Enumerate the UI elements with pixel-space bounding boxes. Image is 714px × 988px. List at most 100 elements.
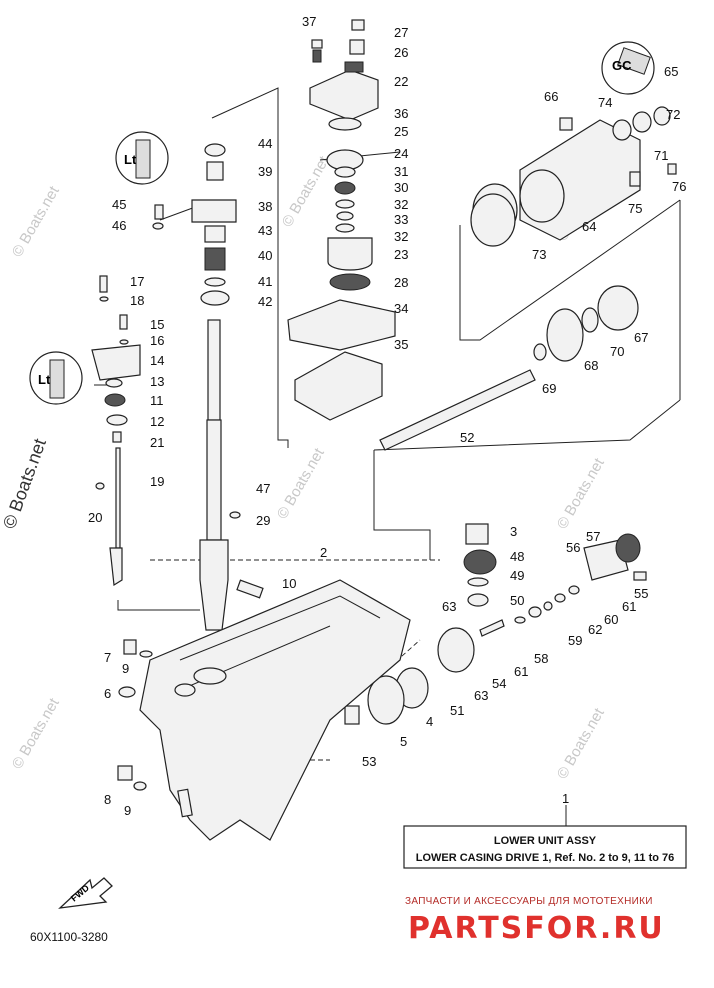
center-gear-cluster (344, 523, 647, 725)
callout: 61 (622, 599, 636, 614)
gasket-34 (287, 299, 396, 351)
callout-labels: 37 27 26 22 36 25 24 31 30 32 33 32 23 2… (88, 14, 686, 818)
brand-subtitle: ЗАПЧАСТИ И АКСЕССУАРЫ ДЛЯ МОТОТЕХНИКИ (405, 896, 653, 907)
watermark-text: © Boats.net (9, 183, 63, 260)
callout: 48 (510, 549, 524, 564)
callout: 58 (534, 651, 548, 666)
callout: 57 (586, 529, 600, 544)
callout: 65 (664, 64, 678, 79)
callout: 32 (394, 197, 408, 212)
callout: 73 (532, 247, 546, 262)
callout: 34 (394, 301, 408, 316)
callout: 64 (582, 219, 596, 234)
callout: 53 (362, 754, 376, 769)
callout: 16 (150, 333, 164, 348)
svg-text:Lt: Lt (38, 372, 51, 387)
callout: 37 (302, 14, 316, 29)
seal-ring-25 (328, 117, 362, 131)
callout: 23 (394, 247, 408, 262)
callout: 25 (394, 124, 408, 139)
callout: 8 (104, 792, 111, 807)
callout: 9 (122, 661, 129, 676)
part-30 (334, 181, 356, 195)
callout: 39 (258, 164, 272, 179)
fwd-arrow-icon: FWD (58, 877, 113, 909)
callout: 31 (394, 164, 408, 179)
callout: 15 (150, 317, 164, 332)
callout: 70 (610, 344, 624, 359)
part-33 (336, 211, 354, 221)
ring-seal-icon: Lt (115, 131, 169, 185)
callout: 38 (258, 199, 272, 214)
part-31 (334, 166, 356, 178)
callout: 67 (634, 330, 648, 345)
callout: 32 (394, 229, 408, 244)
callout: 20 (88, 510, 102, 525)
callout: 6 (104, 686, 111, 701)
callout: 59 (568, 633, 582, 648)
watermark-text: © Boats.net (279, 153, 333, 230)
callout: 75 (628, 201, 642, 216)
drive-shaft-parts (191, 143, 241, 631)
callout: 27 (394, 25, 408, 40)
callout: 55 (634, 586, 648, 601)
callout: 24 (394, 146, 408, 161)
callout: 44 (258, 136, 272, 151)
callout: 12 (150, 414, 164, 429)
svg-text:GC: GC (612, 58, 632, 73)
callout: 69 (542, 381, 556, 396)
callout: 21 (150, 435, 164, 450)
callout: 43 (258, 223, 272, 238)
ring-seal-icon: GC (601, 41, 655, 95)
callout: 9 (124, 803, 131, 818)
gear-set-right (533, 285, 639, 362)
callout: 42 (258, 294, 272, 309)
callout: 63 (474, 688, 488, 703)
callout: 68 (584, 358, 598, 373)
callout: 51 (450, 703, 464, 718)
side-watermark: © Boats.net (0, 436, 50, 531)
callout: 47 (256, 481, 270, 496)
callout: 29 (256, 513, 270, 528)
callout-ref-1: 1 (562, 791, 569, 806)
gasket-35 (294, 351, 383, 421)
callout: 11 (150, 393, 164, 408)
callout: 30 (394, 180, 408, 195)
callout: 40 (258, 248, 272, 263)
impeller-28 (329, 273, 371, 291)
watermark-text: © Boats.net (554, 455, 608, 532)
callout: 71 (654, 148, 668, 163)
callout: 41 (258, 274, 272, 289)
callout: 61 (514, 664, 528, 679)
propeller-shaft-housing (470, 106, 677, 247)
clutch-rod (479, 585, 580, 637)
callout: 2 (320, 545, 327, 560)
callout: 54 (492, 676, 506, 691)
callout: 10 (282, 576, 296, 591)
callout: 45 (112, 197, 126, 212)
watermark-text: © Boats.net (554, 705, 608, 782)
title-line-2: LOWER CASING DRIVE 1, Ref. No. 2 to 9, 1… (416, 852, 675, 864)
callout: 74 (598, 95, 612, 110)
callout: 50 (510, 593, 524, 608)
callout: 17 (130, 274, 144, 289)
callout: 52 (460, 430, 474, 445)
callout: 49 (510, 568, 524, 583)
callout: 28 (394, 275, 408, 290)
callout: 3 (510, 524, 517, 539)
callout: 63 (442, 599, 456, 614)
left-small-parts (91, 204, 164, 587)
watermark-text: © Boats.net (9, 695, 63, 772)
water-pump-housing (309, 19, 379, 121)
washer-32b (335, 223, 355, 233)
callout: 13 (150, 374, 164, 389)
callout: 46 (112, 218, 126, 233)
casing-bolts (117, 639, 153, 791)
ring-seal-icon: Lt (29, 351, 83, 405)
callout: 14 (150, 353, 164, 368)
callout: 33 (394, 212, 408, 227)
watermark-text: © Boats.net (274, 445, 328, 522)
callout: 35 (394, 337, 408, 352)
